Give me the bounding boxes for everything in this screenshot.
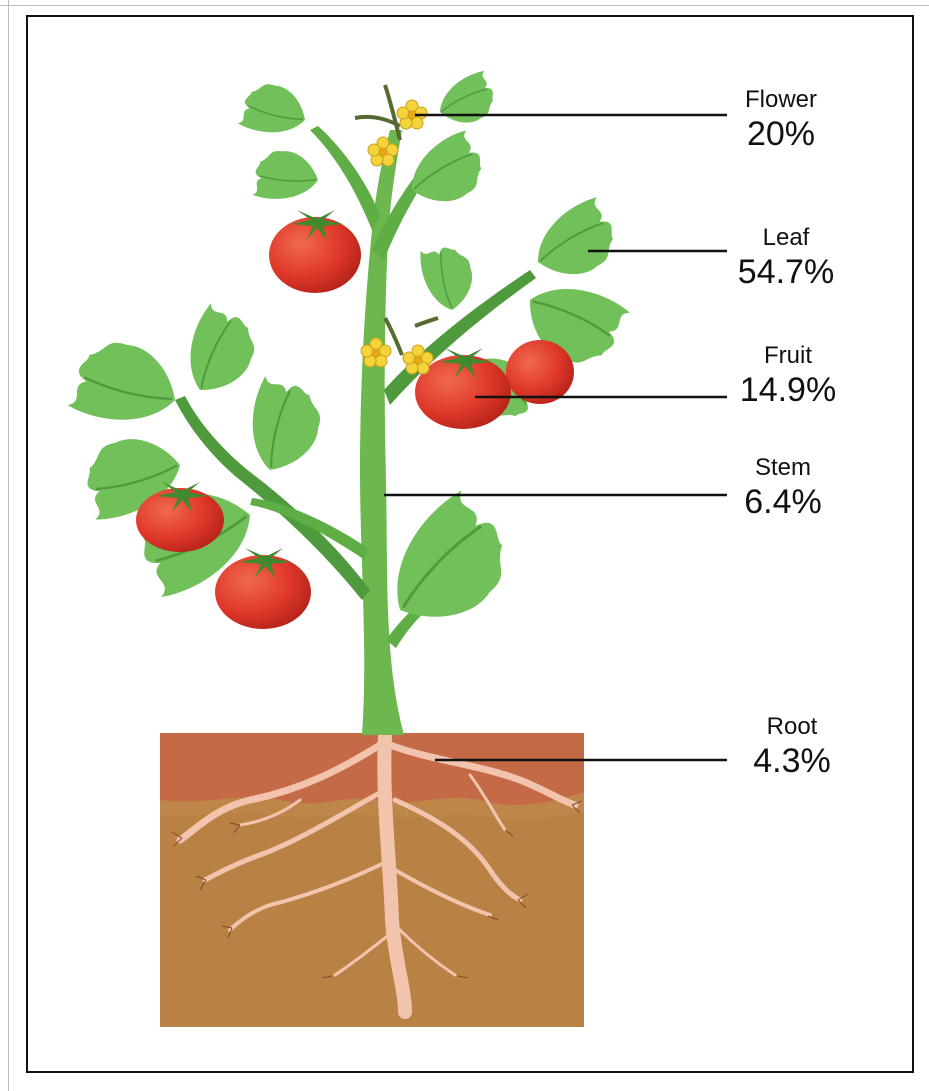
stem-label-name: Stem [703,454,863,482]
leaf-label: Leaf 54.7% [706,224,866,292]
leaf-label-name: Leaf [706,224,866,252]
flower-label: Flower 20% [701,86,861,154]
root-label: Root 4.3% [712,713,872,781]
stem-label: Stem 6.4% [703,454,863,522]
fruit-label-name: Fruit [708,342,868,370]
root-label-name: Root [712,713,872,741]
tomato [269,210,361,293]
root-label-percent: 4.3% [712,741,872,781]
flower-label-name: Flower [701,86,861,114]
tomato [215,548,311,629]
fruit-label-percent: 14.9% [708,370,868,410]
callout-lines [384,115,727,760]
flower-label-percent: 20% [701,114,861,154]
stem [175,126,536,735]
leaf-label-percent: 54.7% [706,252,866,292]
stem-label-percent: 6.4% [703,482,863,522]
tomato [506,340,574,404]
fruit-label: Fruit 14.9% [708,342,868,410]
